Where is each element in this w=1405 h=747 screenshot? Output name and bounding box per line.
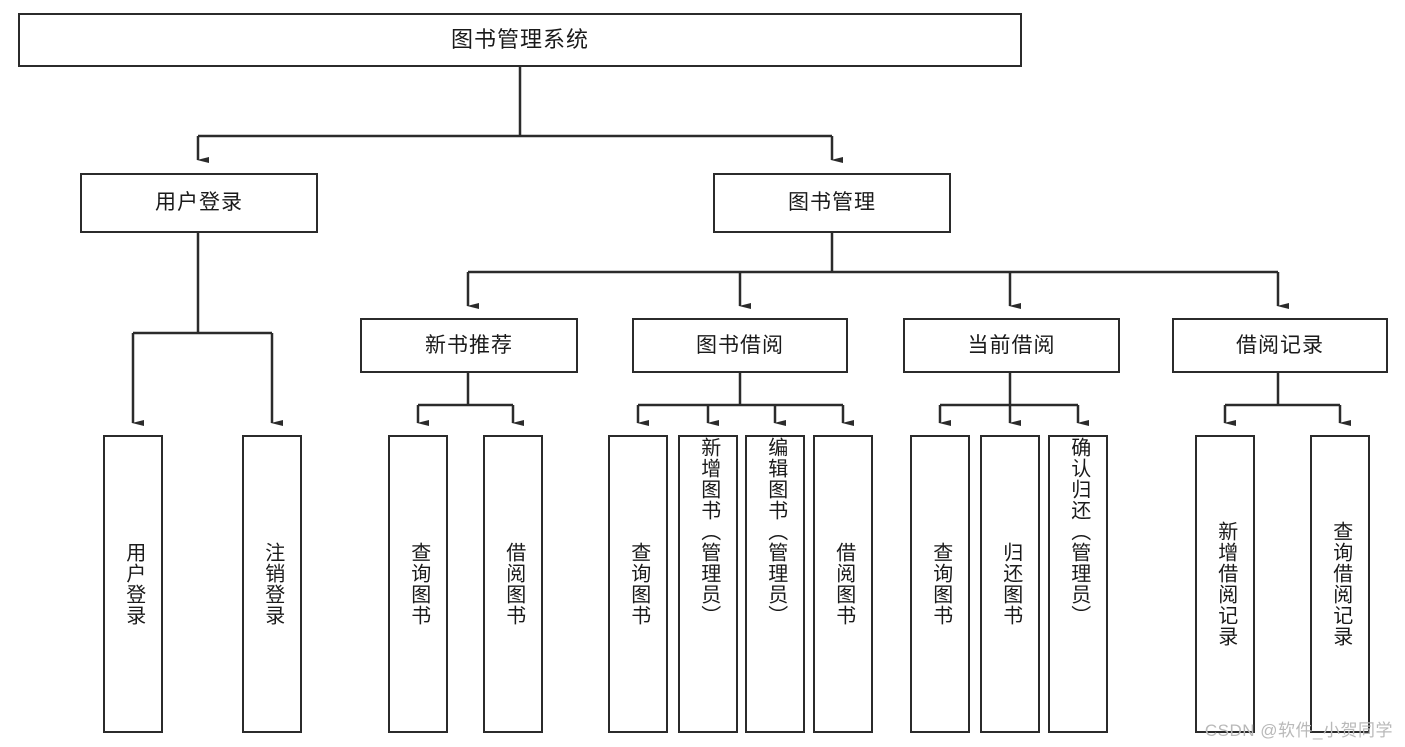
- node-user-login[interactable]: 用户登录: [80, 173, 318, 233]
- leaf-query-book-rec[interactable]: 查询图书: [388, 435, 448, 733]
- leaf-label: 查询图书: [407, 542, 430, 626]
- leaf-borrow-book-rec[interactable]: 借阅图书: [483, 435, 543, 733]
- leaf-confirm-return-admin[interactable]: 确认归还（管理员）: [1048, 435, 1108, 733]
- leaf-return-book[interactable]: 归还图书: [980, 435, 1040, 733]
- leaf-label: 新增图书（管理员）: [697, 437, 720, 626]
- leaf-borrow-book[interactable]: 借阅图书: [813, 435, 873, 733]
- leaf-label: 归还图书: [999, 542, 1022, 626]
- node-borrow-record[interactable]: 借阅记录: [1172, 318, 1388, 373]
- leaf-query-borrow-record[interactable]: 查询借阅记录: [1310, 435, 1370, 733]
- leaf-label: 用户登录: [122, 542, 145, 626]
- leaf-add-borrow-record[interactable]: 新增借阅记录: [1195, 435, 1255, 733]
- leaf-add-book-admin[interactable]: 新增图书（管理员）: [678, 435, 738, 733]
- leaf-label: 新增借阅记录: [1214, 521, 1237, 647]
- leaf-label: 借阅图书: [832, 542, 855, 626]
- node-new-book-recommend[interactable]: 新书推荐: [360, 318, 578, 373]
- leaf-user-login[interactable]: 用户登录: [103, 435, 163, 733]
- watermark: CSDN @软件_小贺同学: [1204, 721, 1393, 740]
- leaf-logout[interactable]: 注销登录: [242, 435, 302, 733]
- leaf-label: 借阅图书: [502, 542, 525, 626]
- leaf-label: 确认归还（管理员）: [1067, 437, 1090, 626]
- leaf-label: 编辑图书（管理员）: [764, 437, 787, 626]
- leaf-label: 查询借阅记录: [1329, 521, 1352, 647]
- leaf-label: 注销登录: [261, 542, 284, 626]
- leaf-label: 查询图书: [929, 542, 952, 626]
- node-current-borrow[interactable]: 当前借阅: [903, 318, 1120, 373]
- leaf-query-book-current[interactable]: 查询图书: [910, 435, 970, 733]
- leaf-label: 查询图书: [627, 542, 650, 626]
- leaf-edit-book-admin[interactable]: 编辑图书（管理员）: [745, 435, 805, 733]
- node-root-system[interactable]: 图书管理系统: [18, 13, 1022, 67]
- node-book-borrow[interactable]: 图书借阅: [632, 318, 848, 373]
- node-book-management[interactable]: 图书管理: [713, 173, 951, 233]
- leaf-query-book-borrow[interactable]: 查询图书: [608, 435, 668, 733]
